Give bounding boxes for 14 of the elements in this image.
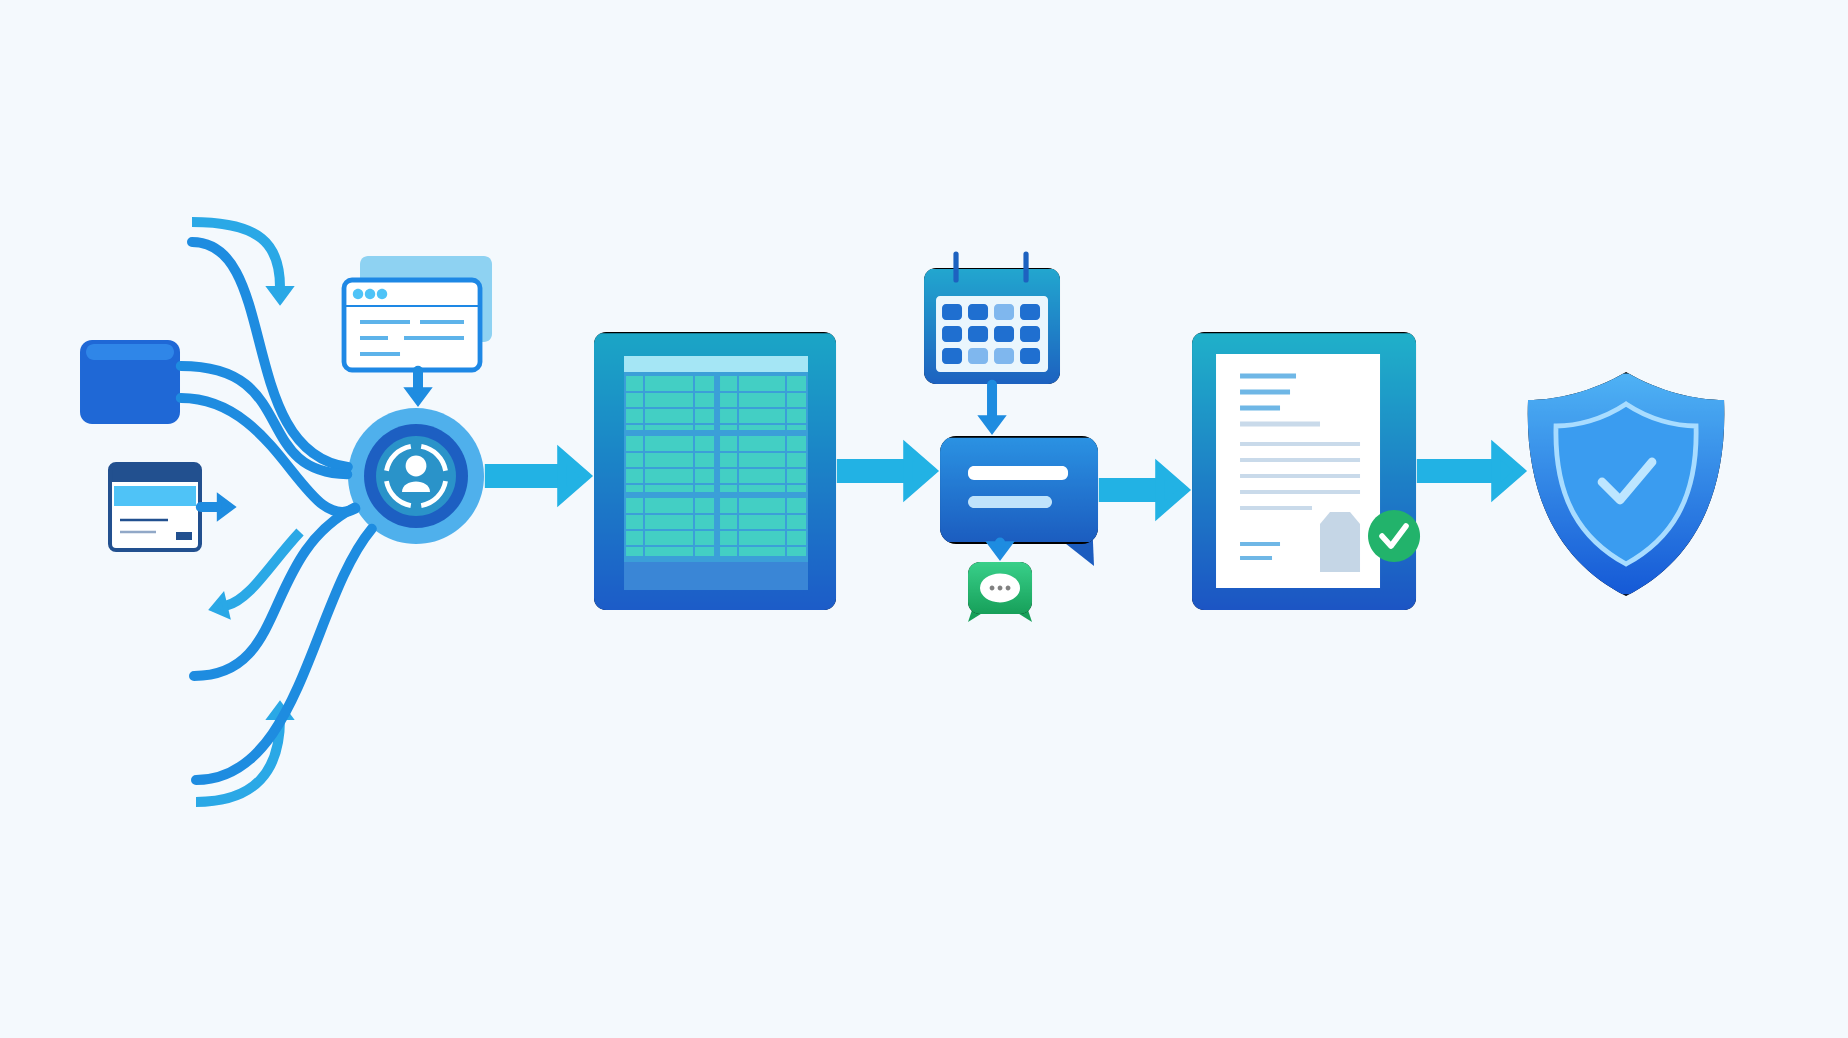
connector-line (189, 502, 360, 681)
chat-bubble-picture (940, 436, 1098, 566)
popup-window-picture (341, 256, 492, 373)
connector-line (191, 523, 377, 785)
document-picture (1192, 332, 1421, 610)
browser-window-picture (108, 462, 202, 552)
connector-line (175, 393, 361, 518)
calendar-picture (924, 251, 1060, 384)
connector-line (175, 361, 353, 480)
connector-line (187, 237, 353, 472)
user-hub-circle (348, 408, 484, 544)
rounded-box (80, 340, 180, 424)
chat-icon (968, 562, 1032, 622)
spreadsheet-picture (594, 332, 836, 610)
